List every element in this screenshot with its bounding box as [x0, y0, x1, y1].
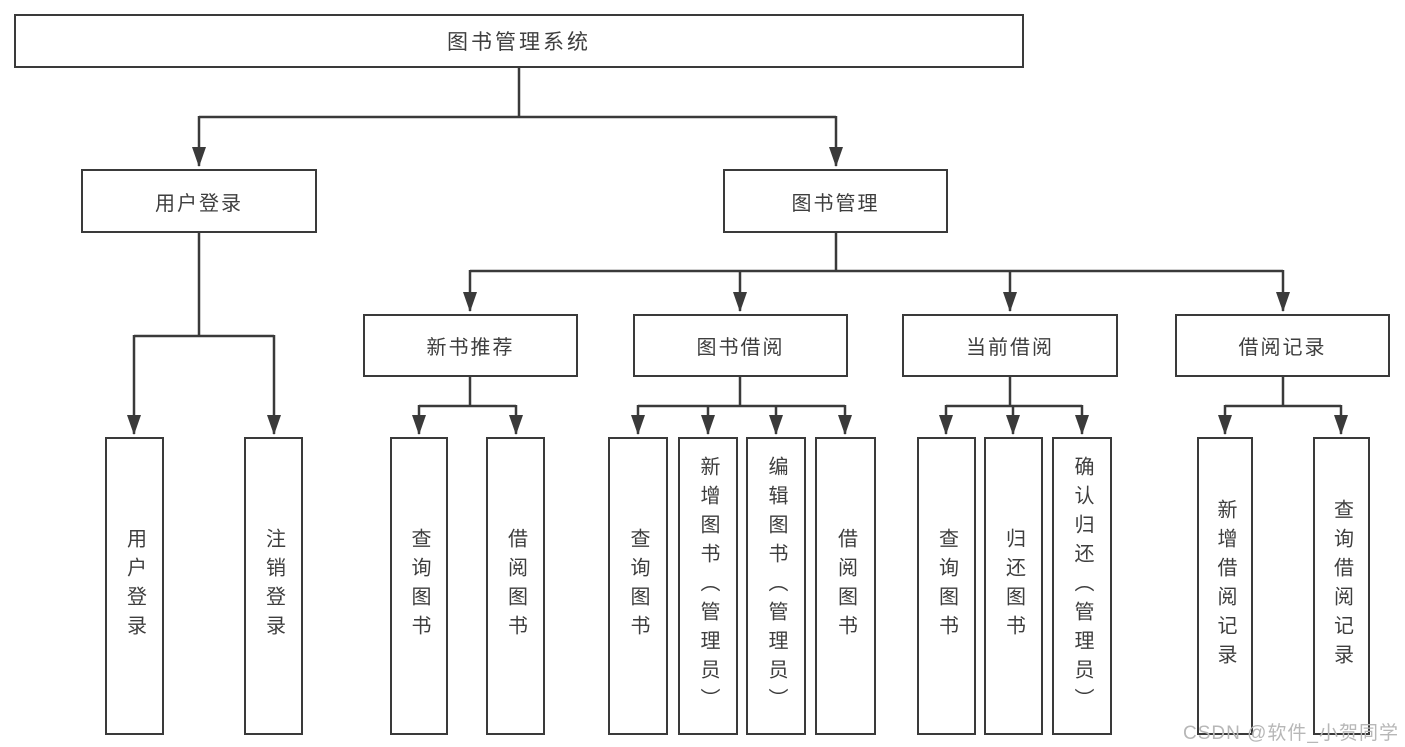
node-book-borrow: 图书借阅 — [633, 314, 848, 377]
leaf-query-books-current: 查询图书 — [917, 437, 976, 735]
leaf-return-books-label: 归还图书 — [1002, 528, 1025, 644]
leaf-query-books-current-label: 查询图书 — [935, 528, 958, 644]
node-borrow-records-label: 借阅记录 — [1238, 337, 1327, 359]
leaf-confirm-return-admin: 确认归还（管理员） — [1052, 437, 1112, 735]
node-new-book-recommend: 新书推荐 — [363, 314, 578, 377]
node-book-management: 图书管理 — [723, 169, 948, 233]
leaf-query-books-borrow: 查询图书 — [608, 437, 668, 735]
node-new-book-recommend-label: 新书推荐 — [426, 337, 515, 359]
node-borrow-records: 借阅记录 — [1175, 314, 1390, 377]
node-book-borrow-label: 图书借阅 — [696, 337, 785, 359]
leaf-user-login: 用户登录 — [105, 437, 164, 735]
node-root: 图书管理系统 — [14, 14, 1024, 68]
leaf-query-borrow-record: 查询借阅记录 — [1313, 437, 1370, 735]
leaf-return-books: 归还图书 — [984, 437, 1043, 735]
leaf-logout-label: 注销登录 — [262, 528, 285, 644]
leaf-edit-books-admin-label: 编辑图书（管理员） — [765, 455, 787, 717]
node-book-management-label: 图书管理 — [791, 192, 880, 215]
leaf-borrow-books-label: 借阅图书 — [834, 528, 857, 644]
leaf-add-borrow-record-label: 新增借阅记录 — [1214, 499, 1236, 673]
node-root-label: 图书管理系统 — [447, 31, 591, 54]
leaf-logout: 注销登录 — [244, 437, 303, 735]
leaf-user-login-label: 用户登录 — [123, 528, 146, 644]
leaf-confirm-return-admin-label: 确认归还（管理员） — [1071, 455, 1093, 717]
node-user-login-label: 用户登录 — [155, 192, 243, 215]
leaf-query-books-borrow-label: 查询图书 — [627, 528, 649, 644]
leaf-add-borrow-record: 新增借阅记录 — [1197, 437, 1253, 735]
node-user-login: 用户登录 — [81, 169, 317, 233]
leaf-add-books-admin: 新增图书（管理员） — [678, 437, 738, 735]
leaf-query-borrow-record-label: 查询借阅记录 — [1330, 499, 1353, 673]
node-current-borrow: 当前借阅 — [902, 314, 1118, 377]
leaf-add-books-admin-label: 新增图书（管理员） — [697, 455, 719, 717]
watermark: CSDN @软件_小贺同学 — [1183, 723, 1399, 744]
node-current-borrow-label: 当前借阅 — [966, 337, 1054, 359]
leaf-borrow-books: 借阅图书 — [815, 437, 876, 735]
leaf-borrow-books-recommend: 借阅图书 — [486, 437, 545, 735]
leaf-edit-books-admin: 编辑图书（管理员） — [746, 437, 806, 735]
leaf-borrow-books-recommend-label: 借阅图书 — [504, 528, 527, 644]
leaf-query-books-recommend: 查询图书 — [390, 437, 448, 735]
leaf-query-books-recommend-label: 查询图书 — [408, 528, 430, 644]
